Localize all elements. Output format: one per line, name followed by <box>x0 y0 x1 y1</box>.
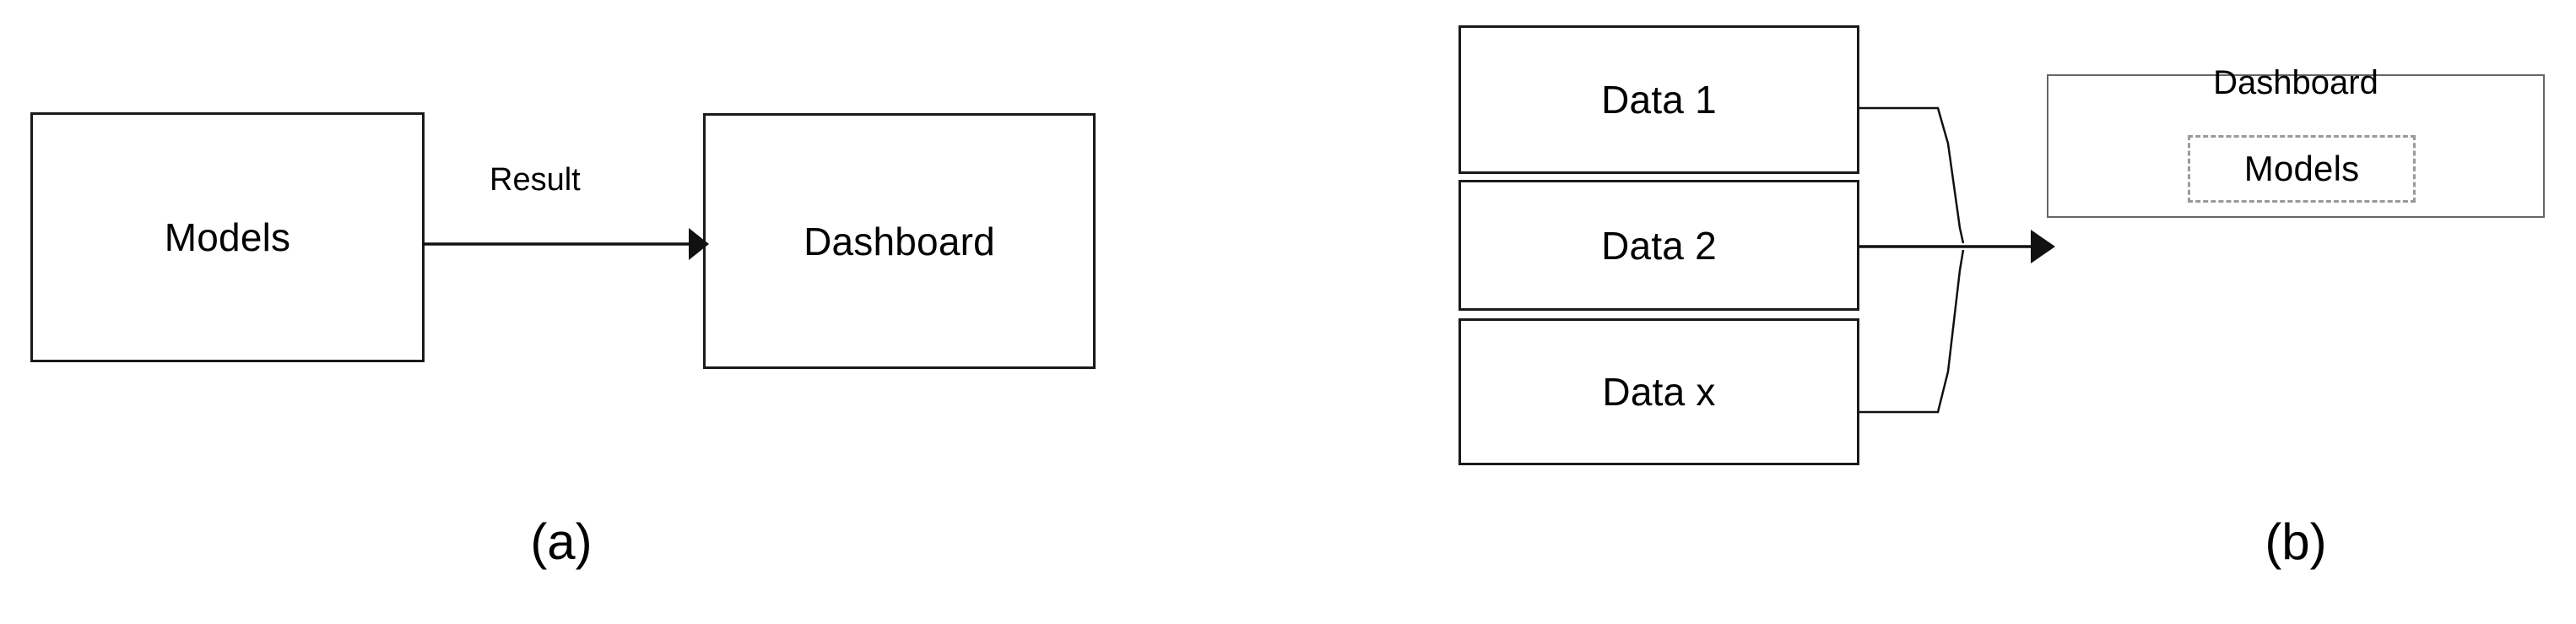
node-label-models-a: Models <box>164 215 291 259</box>
node-label-models-b: Models <box>2243 149 2360 188</box>
edge-models-to-dashboard-a <box>422 228 709 260</box>
node-label-data-2: Data 2 <box>1601 223 1717 268</box>
panel-b: Data 1 Data 2 Data x Dashboard Models (b… <box>1288 0 2576 624</box>
node-models-a[interactable]: Models <box>30 112 425 362</box>
node-label-data-1: Data 1 <box>1601 78 1717 122</box>
panel-b-caption: (b) <box>2265 513 2327 570</box>
panel-a: Models Dashboard Result (a) <box>30 112 1096 570</box>
node-dashboard-b[interactable] <box>2047 74 2545 218</box>
edge-label-result: Result <box>490 162 581 198</box>
node-models-b[interactable]: Models <box>2188 135 2416 203</box>
panel-a-caption: (a) <box>530 513 593 570</box>
node-data-1[interactable]: Data 1 <box>1458 25 1859 174</box>
edges-data-to-dashboard <box>1859 106 2055 414</box>
node-label-dashboard-a: Dashboard <box>804 219 995 263</box>
node-data-x[interactable]: Data x <box>1458 318 1859 465</box>
node-label-dashboard-b: Dashboard <box>2213 64 2378 101</box>
node-dashboard-a[interactable]: Dashboard <box>703 113 1096 369</box>
node-data-2[interactable]: Data 2 <box>1458 180 1859 311</box>
node-label-data-x: Data x <box>1602 370 1716 414</box>
